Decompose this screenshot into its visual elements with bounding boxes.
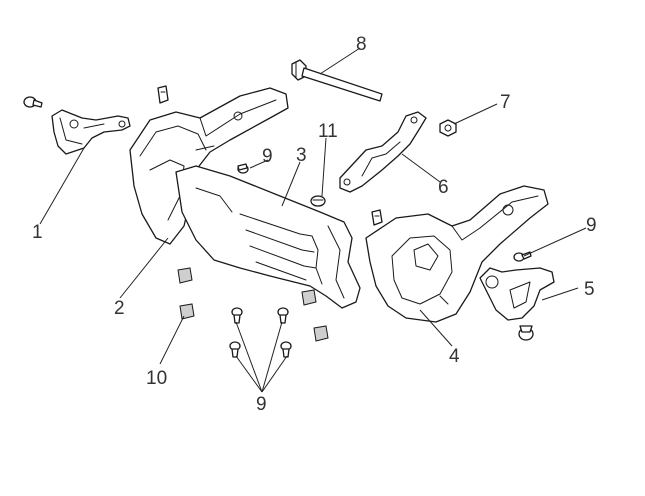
screw-bottom-2 xyxy=(277,307,289,324)
callout-10: 10 xyxy=(146,368,167,389)
clip-10c xyxy=(301,289,317,306)
part-7-nut xyxy=(439,119,457,137)
clip-center xyxy=(371,209,383,226)
screw-bottom-1 xyxy=(231,307,243,324)
part-8-long-bolt xyxy=(291,59,383,102)
part-5-bracket xyxy=(479,267,555,321)
screw-bottom-4 xyxy=(280,341,292,358)
callout-7: 7 xyxy=(500,92,511,113)
callout-2: 2 xyxy=(114,298,125,319)
callout-9-top: 9 xyxy=(262,146,273,167)
callout-3: 3 xyxy=(296,145,307,166)
callout-11: 11 xyxy=(318,121,338,142)
part-1-bracket xyxy=(51,109,131,155)
part-4-right-step xyxy=(365,185,549,323)
part-2-left-step xyxy=(129,87,289,245)
clip-10a xyxy=(177,267,193,284)
part-6-bracket xyxy=(339,111,427,193)
callout-6: 6 xyxy=(438,177,449,198)
part-3-step-plate xyxy=(175,165,361,309)
callout-8: 8 xyxy=(356,34,367,55)
screw-bottom-3 xyxy=(229,341,241,358)
callout-labels: 8 7 11 3 9 6 9 5 4 1 2 10 9 xyxy=(32,34,597,415)
callout-1: 1 xyxy=(32,222,43,243)
screw-center-top xyxy=(237,163,249,174)
clip-10d xyxy=(313,325,329,342)
part-11-screw xyxy=(310,195,326,207)
screw-right-lower xyxy=(518,325,534,341)
callout-5: 5 xyxy=(584,279,595,300)
leader-lines xyxy=(39,47,587,393)
screw-top-left xyxy=(23,96,43,108)
callout-4: 4 xyxy=(449,346,460,367)
screw-right-upper xyxy=(513,251,532,262)
callout-9-bottom: 9 xyxy=(256,394,267,415)
clip-10b xyxy=(179,303,195,320)
clip-top xyxy=(157,85,169,104)
callout-9-right: 9 xyxy=(586,215,597,236)
